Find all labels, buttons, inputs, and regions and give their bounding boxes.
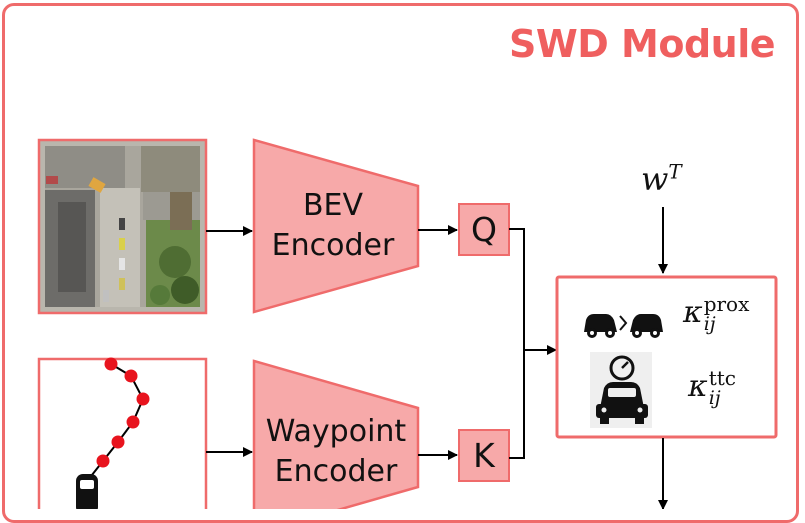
bev-encoder-line1: BEV	[302, 188, 364, 223]
key-label: K	[473, 436, 495, 475]
module-title: SWD Module	[508, 22, 776, 66]
weight-label: wT	[641, 160, 682, 198]
kappa-ttc-sub: ij	[708, 387, 721, 409]
kappa-prox-sub: ij	[703, 313, 716, 335]
waypoint-encoder-label: Waypoint Encoder	[256, 412, 416, 492]
kappa-ttc-label: κ ttc ij	[688, 368, 736, 408]
bev-image	[37, 138, 208, 315]
key-connector	[509, 350, 525, 459]
waypoint-encoder	[252, 359, 420, 509]
bev-encoder-label: BEV Encoder	[258, 186, 408, 266]
kappa-ttc-sup: ttc	[708, 366, 736, 390]
car-proximity-icon	[584, 314, 663, 338]
diagram-canvas	[37, 138, 778, 509]
key-box	[458, 429, 510, 482]
kappa-ttc-base: κ	[688, 369, 708, 404]
bev-encoder-line2: Encoder	[271, 228, 395, 263]
bev-encoder	[252, 138, 420, 314]
speedometer-car-icon	[590, 352, 652, 428]
ego-car-icon	[76, 474, 98, 509]
weight-base: w	[641, 160, 669, 198]
kappa-prox-label: κ prox ij	[683, 294, 749, 334]
query-box	[458, 203, 510, 256]
waypoint-encoder-line2: Encoder	[274, 454, 398, 489]
query-connector	[509, 228, 525, 350]
waypoint-encoder-line1: Waypoint	[265, 414, 407, 449]
waypoint-image	[37, 357, 208, 509]
waypoint-dots	[96, 357, 150, 468]
query-label: Q	[471, 210, 497, 249]
kappa-prox-base: κ	[683, 295, 703, 330]
weight-sup: T	[668, 160, 682, 184]
kappa-prox-sup: prox	[703, 292, 750, 316]
